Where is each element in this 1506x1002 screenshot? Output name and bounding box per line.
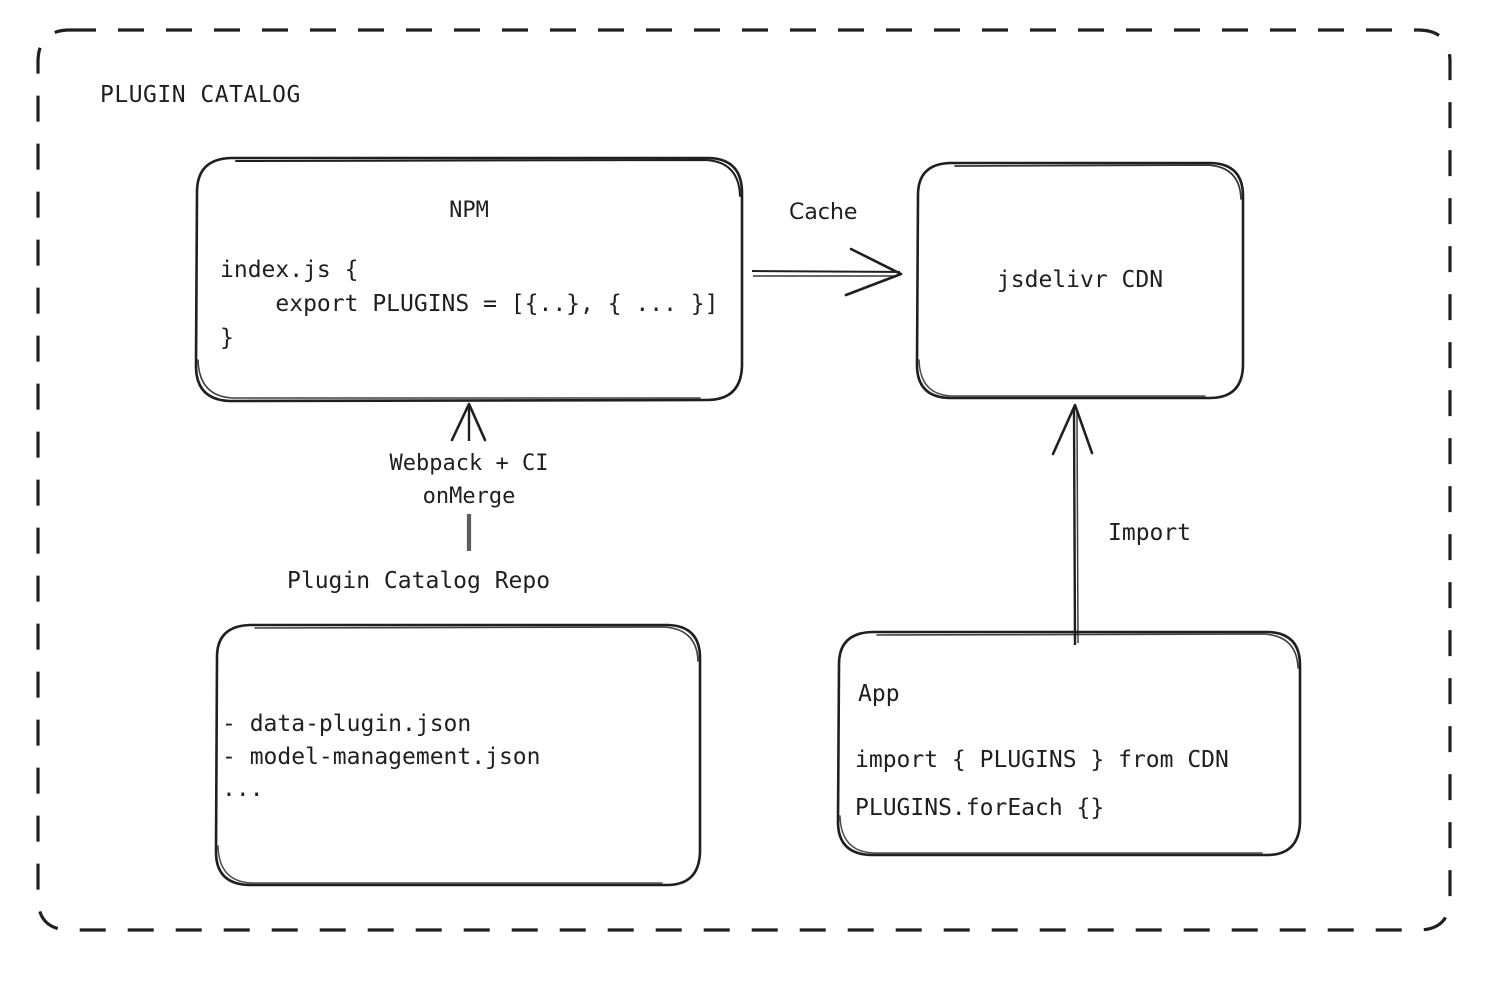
app-code-line-1: import { PLUGINS } from CDN — [855, 747, 1229, 773]
npm-code-line-3: } — [220, 325, 234, 352]
app-code-block: import { PLUGINS } from CDN PLUGINS.forEa… — [855, 736, 1229, 833]
cdn-box-outline — [915, 161, 1245, 400]
repo-node-caption: Plugin Catalog Repo — [287, 568, 551, 594]
edge-label-webpack: Webpack + CI onMerge — [370, 447, 568, 513]
repo-file-list: - data-plugin.json - model-management.jso… — [222, 708, 541, 806]
repo-box-outline — [214, 623, 702, 887]
group-container-outline — [36, 28, 1452, 932]
edge-label-cache: Cache — [789, 200, 858, 225]
edge-label-webpack-line-2: onMerge — [422, 484, 516, 509]
npm-box-outline — [194, 156, 744, 403]
npm-node-title: NPM — [449, 198, 489, 223]
edge-cache-arrow — [751, 247, 903, 297]
npm-code-line-1: index.js { — [220, 257, 359, 283]
repo-file-item-2: - model-management.json — [222, 743, 541, 770]
app-box-outline — [836, 630, 1302, 857]
app-code-line-2: PLUGINS.forEach {} — [855, 795, 1105, 822]
edge-webpack-arrow — [450, 402, 487, 551]
group-title: PLUGIN CATALOG — [100, 82, 301, 108]
app-node-title: App — [858, 681, 900, 707]
edge-label-webpack-line-1: Webpack + CI — [389, 451, 549, 476]
cdn-node-title: jsdelivr CDN — [996, 267, 1164, 293]
npm-code-line-2: export PLUGINS = [{..}, { ... }] — [220, 291, 719, 318]
edge-label-import: Import — [1108, 520, 1192, 546]
edge-import-arrow — [1051, 403, 1094, 646]
repo-file-item-1: - data-plugin.json — [222, 711, 472, 737]
npm-code-block: index.js { export PLUGINS = [{..}, { ...… — [220, 253, 719, 355]
repo-file-item-3: ... — [222, 776, 264, 803]
